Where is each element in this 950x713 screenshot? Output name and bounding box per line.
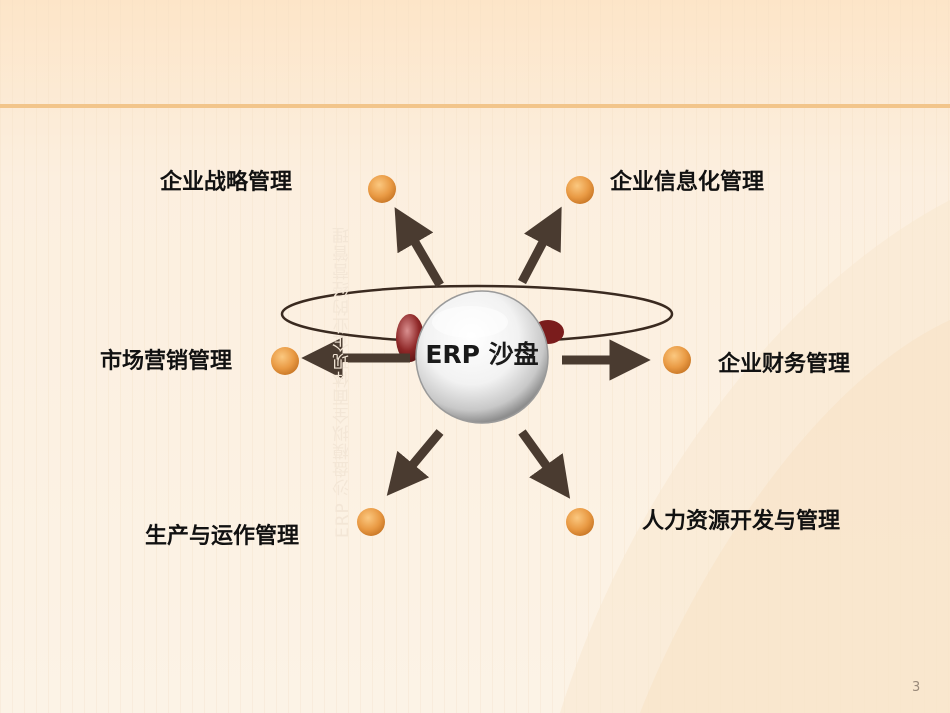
node-label-finance: 企业财务管理 [718, 352, 851, 377]
page-number: 3 [912, 680, 921, 695]
node-label-strategy: 企业战略管理 [160, 170, 293, 195]
node-dot-strategy [368, 175, 396, 203]
node-dot-marketing [271, 347, 299, 375]
arrow-to-production [386, 429, 444, 496]
node-dot-finance [663, 346, 691, 374]
arrow-to-hr [518, 429, 571, 499]
node-label-hr: 人力资源开发与管理 [642, 509, 841, 534]
node-dot-hr [566, 508, 594, 536]
vertical-caption: ERP 沙盘模拟全面体现企业的经营管理 [333, 225, 353, 538]
node-label-info: 企业信息化管理 [610, 170, 765, 195]
node-label-production: 生产与运作管理 [145, 524, 300, 549]
arrow-to-info [518, 206, 562, 285]
node-dot-production [357, 508, 385, 536]
center-label: ERP 沙盘 [425, 340, 539, 369]
node-dot-info [566, 176, 594, 204]
node-label-marketing: 市场营销管理 [100, 349, 233, 374]
arrow-to-strategy [394, 207, 444, 288]
